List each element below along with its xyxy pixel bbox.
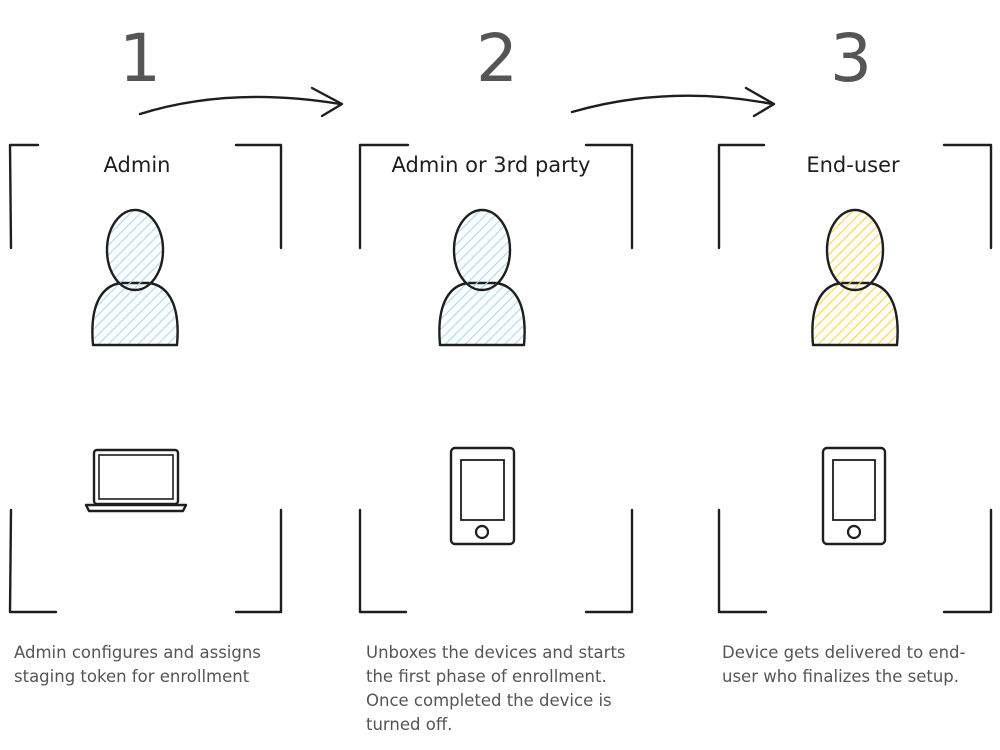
frame-1 <box>8 143 283 614</box>
phone-icon <box>821 446 887 546</box>
frame-3 <box>717 143 993 614</box>
step-description-3: Device gets delivered to end-user who fi… <box>722 643 966 686</box>
step-number-3: 3 <box>830 20 872 97</box>
role-label-2: Admin or 3rd party <box>392 153 591 177</box>
arrow-2-to-3 <box>570 86 776 118</box>
frame-2 <box>358 143 634 614</box>
role-label-1: Admin <box>104 153 171 177</box>
person-icon <box>811 208 899 347</box>
role-label-3: End-user <box>806 153 900 177</box>
arrow-1-to-2 <box>138 86 344 118</box>
step-number-1: 1 <box>119 20 161 97</box>
step-description-2: Unboxes the devices and starts the first… <box>366 643 626 734</box>
laptop-icon <box>84 448 188 513</box>
phone-icon <box>449 446 516 546</box>
step-number-2: 2 <box>476 20 518 97</box>
person-icon <box>91 208 179 347</box>
step-description-1: Admin configures and assigns staging tok… <box>14 643 261 686</box>
person-icon <box>438 208 526 347</box>
